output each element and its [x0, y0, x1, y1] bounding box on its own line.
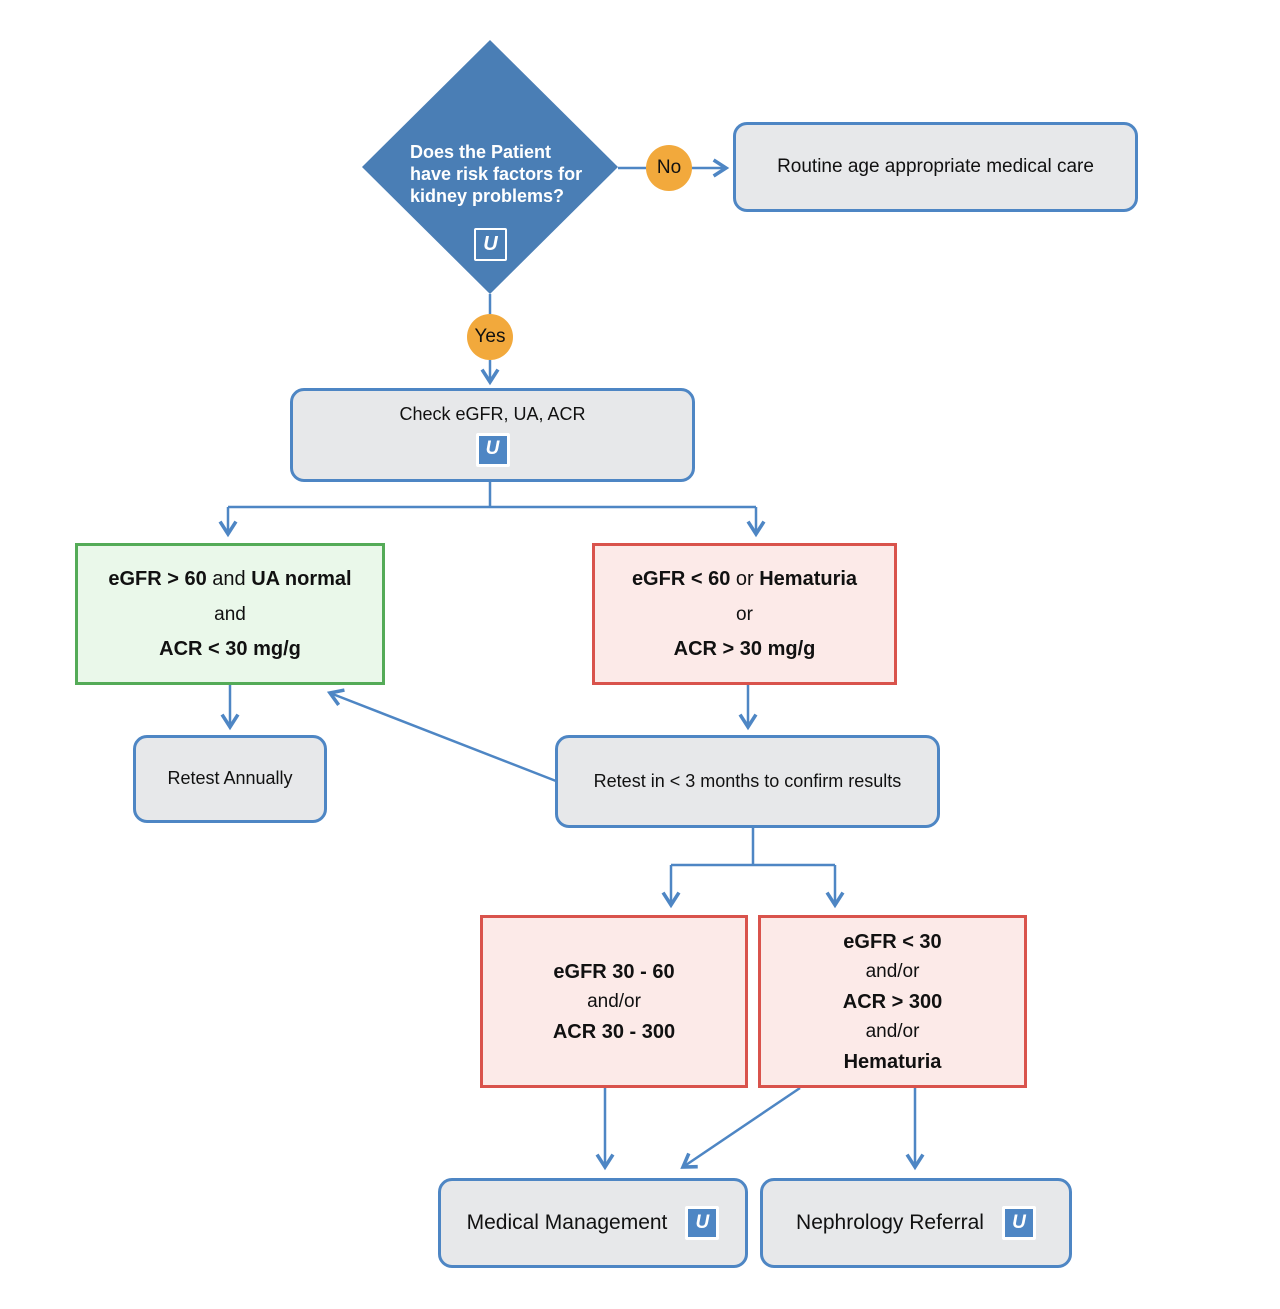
severe-line2: and/or: [865, 960, 920, 982]
node-retest-confirm-label: Retest in < 3 months to confirm results: [593, 770, 902, 791]
node-normal-results: eGFR > 60 and UA normal and ACR < 30 mg/…: [75, 543, 385, 685]
decision-question-line3: kidney problems?: [410, 186, 565, 206]
node-retest-annually: Retest Annually: [133, 735, 327, 823]
normal-results-line1: eGFR > 60 and UA normal: [108, 567, 352, 590]
abnormal-results-line3: ACR > 30 mg/g: [673, 637, 816, 660]
arrow-retest-to-normal: [326, 688, 557, 783]
moderate-line3: ACR 30 - 300: [552, 1020, 676, 1043]
arrow-severe-to-medical: [680, 1086, 801, 1169]
decision-question: Does the Patient have risk factors for k…: [410, 141, 605, 207]
severe-line1: eGFR < 30: [843, 930, 942, 953]
node-retest-confirm: Retest in < 3 months to confirm results: [555, 735, 940, 828]
severe-line4: and/or: [865, 1020, 920, 1042]
severe-line5: Hematuria: [843, 1050, 942, 1073]
uptodate-link-icon[interactable]: U: [475, 432, 510, 467]
uptodate-link-icon[interactable]: U: [474, 228, 507, 261]
node-medical-management: Medical Management U: [438, 1178, 748, 1268]
connector-retest-split: [671, 828, 835, 867]
uptodate-link-icon[interactable]: U: [1001, 1206, 1036, 1240]
node-routine-care: Routine age appropriate medical care: [733, 122, 1138, 212]
node-routine-care-label: Routine age appropriate medical care: [777, 155, 1094, 177]
decision-question-line1: Does the Patient: [410, 142, 552, 162]
node-check-egfr-label: Check eGFR, UA, ACR: [399, 404, 586, 425]
node-medical-management-label: Medical Management: [466, 1211, 668, 1235]
severe-line3: ACR > 300: [842, 990, 943, 1013]
node-retest-annually-label: Retest Annually: [167, 768, 293, 789]
node-abnormal-results: eGFR < 60 or Hematuria or ACR > 30 mg/g: [592, 543, 897, 685]
node-nephrology-referral: Nephrology Referral U: [760, 1178, 1072, 1268]
node-severe-findings: eGFR < 30 and/or ACR > 300 and/or Hematu…: [758, 915, 1027, 1088]
normal-results-line3: ACR < 30 mg/g: [159, 637, 301, 660]
abnormal-results-line1: eGFR < 60 or Hematuria: [631, 567, 858, 590]
normal-results-line2: and: [214, 603, 246, 625]
node-moderate-findings: eGFR 30 - 60 and/or ACR 30 - 300: [480, 915, 748, 1088]
node-check-egfr: Check eGFR, UA, ACR U: [290, 388, 695, 482]
edge-label-yes: Yes: [467, 314, 513, 360]
abnormal-results-line2: or: [736, 603, 753, 625]
connector-check-split: [228, 482, 756, 509]
decision-diamond: [362, 40, 618, 294]
edge-label-no: No: [646, 145, 692, 191]
moderate-line1: eGFR 30 - 60: [553, 960, 675, 983]
uptodate-link-icon[interactable]: U: [685, 1206, 720, 1240]
decision-question-line2: have risk factors for: [410, 164, 583, 184]
moderate-line2: and/or: [587, 990, 641, 1012]
node-nephrology-referral-label: Nephrology Referral: [796, 1211, 984, 1235]
